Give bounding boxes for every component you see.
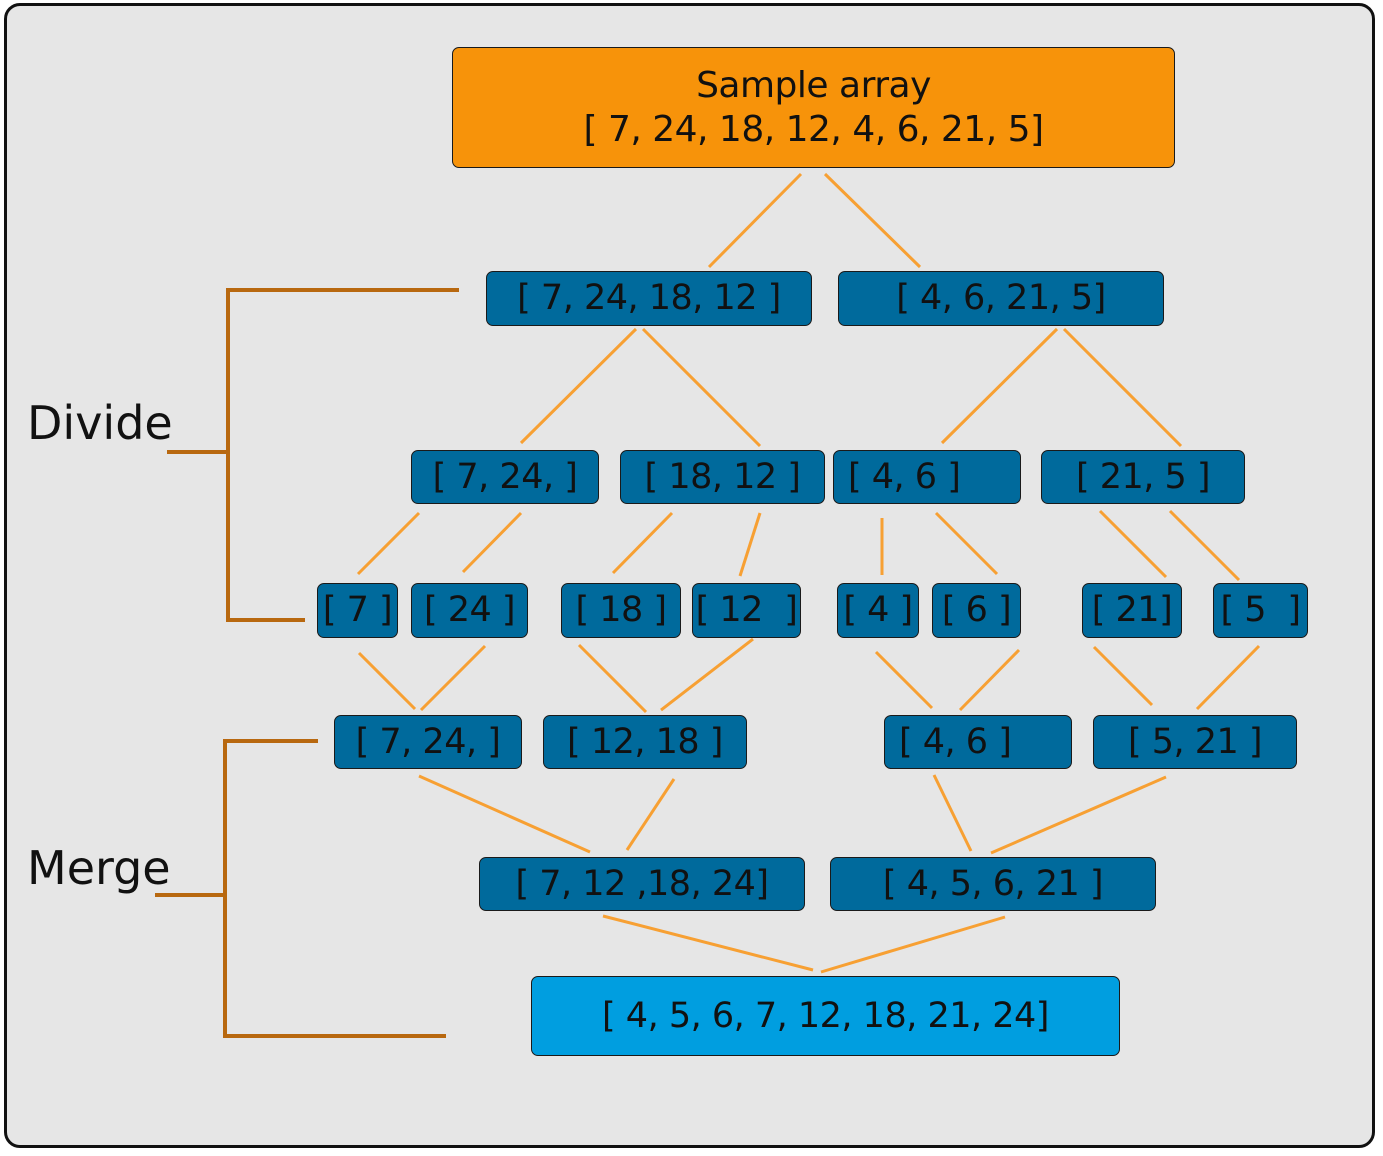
- connector: [356, 511, 421, 576]
- connector: [418, 774, 591, 854]
- connector: [1195, 644, 1261, 711]
- connector: [577, 643, 648, 714]
- connector: [1168, 509, 1241, 582]
- connector: [820, 915, 1006, 974]
- sample-array-node: Sample array [ 7, 24, 18, 12, 4, 6, 21, …: [452, 47, 1175, 168]
- connector: [823, 172, 922, 269]
- connector: [625, 778, 676, 851]
- connector: [1092, 645, 1154, 707]
- divide-l3-node: [ 4 ]: [837, 583, 919, 638]
- connector: [958, 648, 1021, 712]
- connector: [934, 511, 999, 576]
- divide-l3-node: [ 7 ]: [317, 583, 398, 638]
- connector: [519, 327, 638, 445]
- divide-l1-node: [ 4, 6, 21, 5]: [838, 271, 1164, 326]
- divide-l3-node: [ 18 ]: [561, 583, 681, 638]
- connector: [660, 637, 754, 712]
- merge-l2-node: [ 4, 5, 6, 21 ]: [830, 857, 1156, 911]
- divide-l2-node: [ 21, 5 ]: [1041, 450, 1245, 504]
- connector: [940, 327, 1059, 445]
- sample-array-title: Sample array: [696, 65, 931, 107]
- connector: [602, 914, 814, 972]
- diagram-frame: [4, 3, 1375, 1148]
- connector: [357, 651, 417, 711]
- connector: [461, 511, 523, 574]
- divide-l2-node: [ 18, 12 ]: [620, 450, 825, 504]
- divide-l3-node: [ 12 ]: [692, 583, 801, 638]
- divide-l1-node: [ 7, 24, 18, 12 ]: [486, 271, 812, 326]
- merge-l1-node: [ 12, 18 ]: [543, 715, 747, 769]
- divide-label: Divide: [27, 396, 173, 450]
- connector: [419, 644, 487, 712]
- divide-bracket: [226, 288, 459, 622]
- connector: [932, 774, 973, 852]
- connector: [707, 172, 803, 269]
- divide-l3-node: [ 5 ]: [1213, 583, 1308, 638]
- divide-l3-node: [ 24 ]: [411, 583, 528, 638]
- merge-label: Merge: [27, 841, 171, 895]
- merge-l2-node: [ 7, 12 ,18, 24]: [479, 857, 805, 911]
- connector: [641, 327, 762, 448]
- sample-array-values: [ 7, 24, 18, 12, 4, 6, 21, 5]: [583, 108, 1044, 150]
- connector: [874, 650, 934, 710]
- divide-l2-node: [ 7, 24, ]: [411, 450, 599, 504]
- connector: [1062, 327, 1183, 448]
- merge-l1-node: [ 5, 21 ]: [1093, 715, 1297, 769]
- divide-l3-node: [ 6 ]: [932, 583, 1021, 638]
- connector: [611, 511, 674, 575]
- connector: [738, 512, 762, 577]
- divide-l3-node: [ 21]: [1082, 583, 1182, 638]
- merge-l1-node: [ 7, 24, ]: [334, 715, 522, 769]
- divide-l2-node: [ 4, 6 ]: [833, 450, 1021, 504]
- sorted-result-node: [ 4, 5, 6, 7, 12, 18, 21, 24]: [531, 976, 1120, 1056]
- merge-bracket: [223, 739, 446, 1038]
- connector: [1098, 509, 1168, 579]
- connector: [990, 775, 1167, 855]
- merge-l1-node: [ 4, 6 ]: [884, 715, 1072, 769]
